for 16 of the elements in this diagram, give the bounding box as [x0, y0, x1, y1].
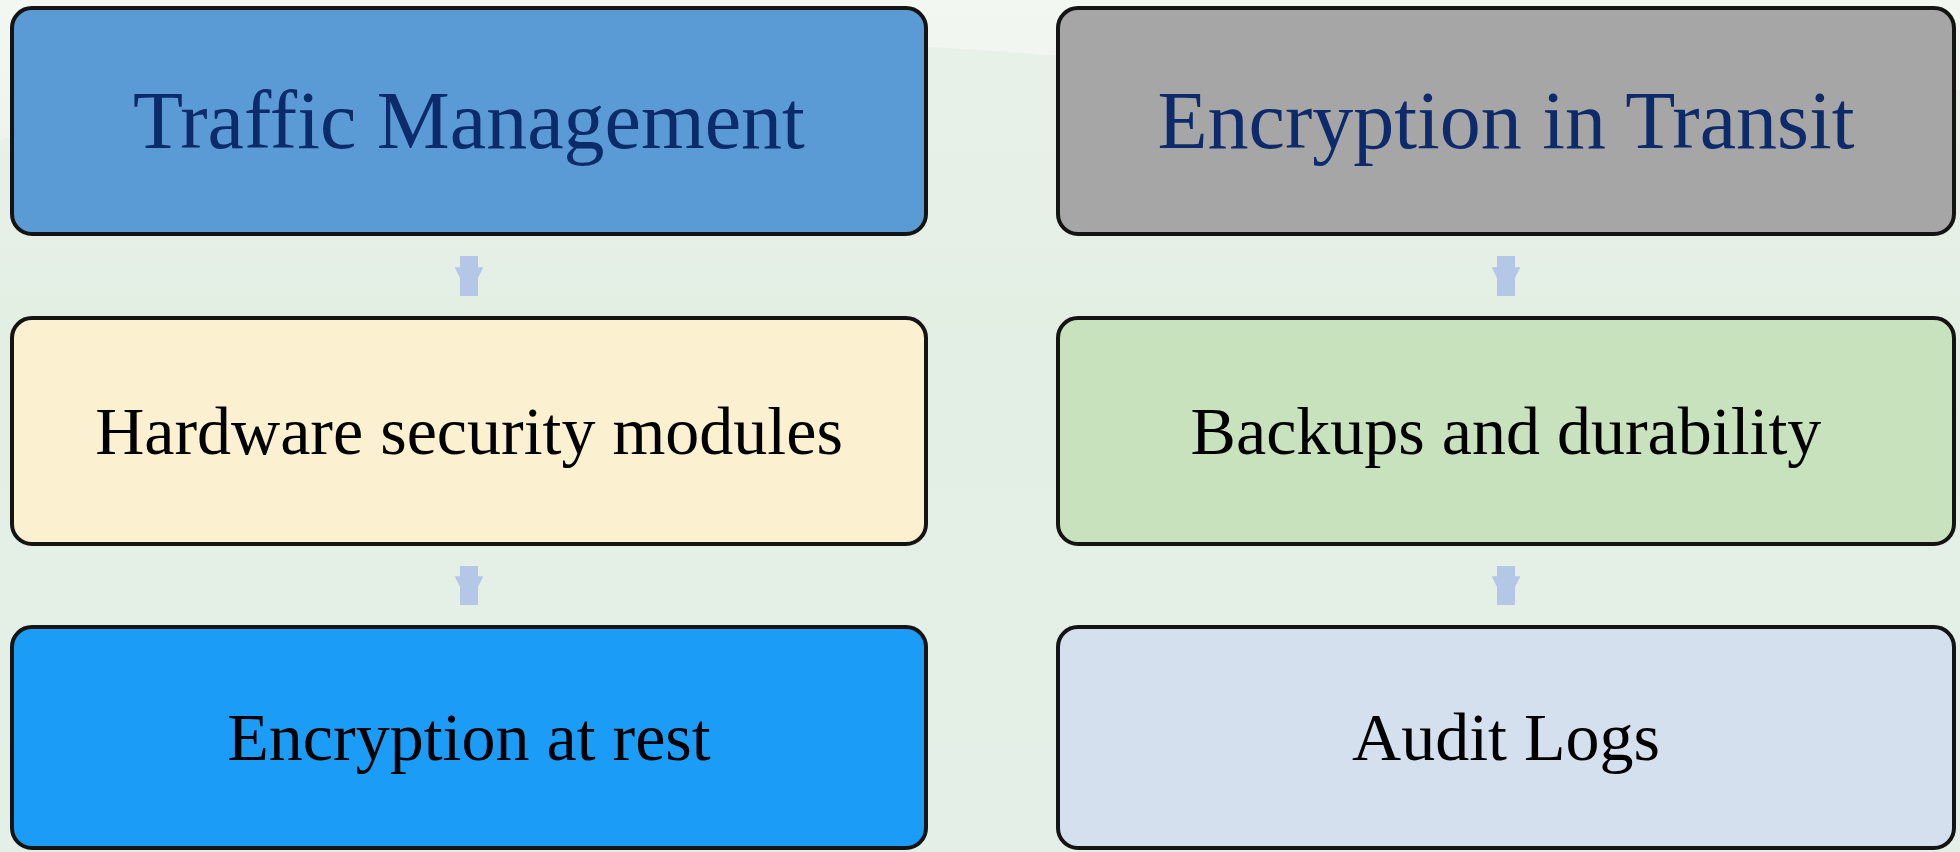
process-box — [10, 625, 928, 850]
process-box — [10, 316, 928, 546]
arrow — [1491, 566, 1521, 605]
arrow — [454, 256, 484, 296]
process-box — [1056, 6, 1956, 236]
arrow — [1491, 256, 1521, 296]
box-label: Encryption at rest — [227, 698, 711, 777]
box-label: Encryption in Transit — [1157, 73, 1855, 168]
process-box — [1056, 625, 1956, 850]
box-label: Backups and durability — [1190, 391, 1822, 471]
process-box — [10, 6, 928, 236]
arrow — [454, 566, 484, 605]
box-label: Hardware security modules — [95, 391, 843, 471]
process-box — [1056, 316, 1956, 546]
box-label: Audit Logs — [1352, 698, 1660, 777]
box-label: Traffic Management — [133, 73, 805, 168]
